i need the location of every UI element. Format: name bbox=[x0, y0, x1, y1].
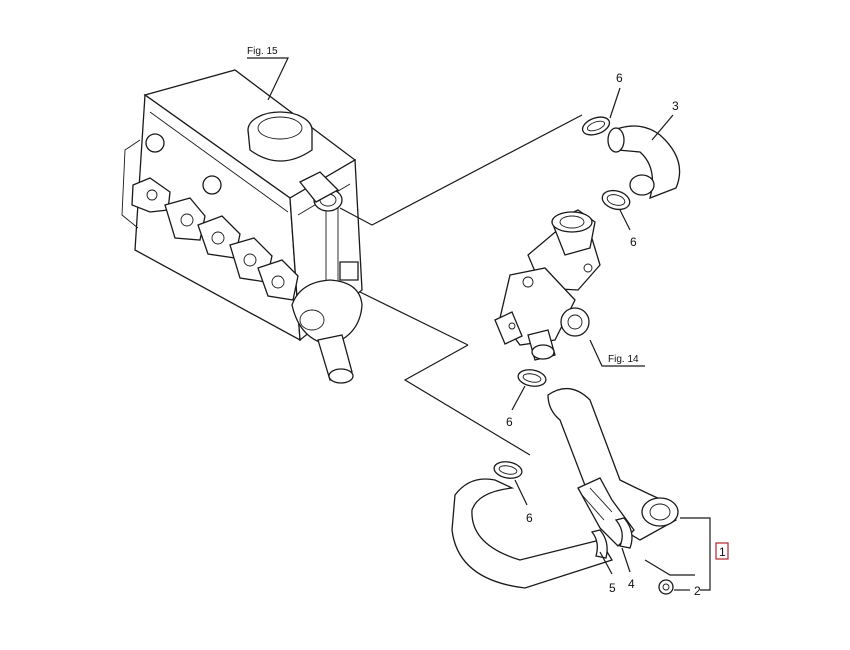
callout-6-mid: 6 bbox=[506, 415, 513, 429]
clamp-mid bbox=[517, 369, 547, 387]
callout-6-top-right: 6 bbox=[630, 235, 637, 249]
lower-hose-assembly bbox=[451, 388, 679, 595]
labels: Fig. 15 Fig. 14 6 3 6 6 6 5 4 2 1 bbox=[247, 46, 729, 598]
callout-4: 4 bbox=[628, 577, 635, 591]
engine-block bbox=[121, 69, 363, 384]
callout-6-top-left: 6 bbox=[616, 71, 623, 85]
callout-1: 1 bbox=[719, 545, 726, 559]
fig-15-label: Fig. 15 bbox=[247, 46, 278, 57]
fig-14-label: Fig. 14 bbox=[608, 354, 639, 365]
clamp-lower bbox=[493, 461, 523, 479]
callout-3: 3 bbox=[672, 99, 679, 113]
callout-2: 2 bbox=[694, 584, 701, 598]
connection-lines bbox=[247, 57, 711, 591]
thermostat-housing bbox=[494, 209, 601, 361]
clamp-upper-right bbox=[601, 189, 631, 211]
callout-5: 5 bbox=[609, 581, 616, 595]
clamp-upper-left bbox=[581, 116, 611, 136]
upper-hose bbox=[607, 125, 681, 200]
assembly-1-box bbox=[715, 542, 729, 560]
callout-6-lower: 6 bbox=[526, 511, 533, 525]
